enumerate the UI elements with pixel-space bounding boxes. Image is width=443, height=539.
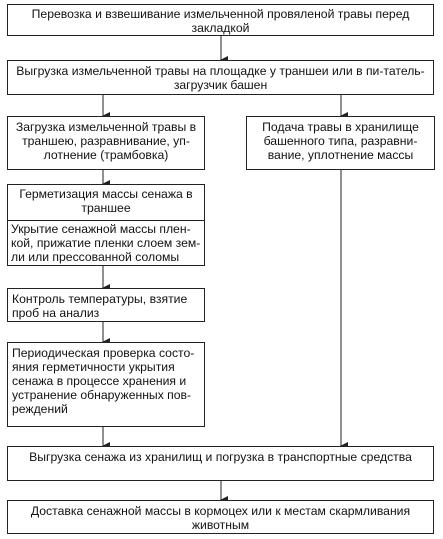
box-covering-text: Укрытие сенажной массы плен-кой, прижати… bbox=[11, 222, 201, 264]
box-inspection: Периодическая проверка состо-яния гермет… bbox=[7, 342, 205, 427]
sealing-divider bbox=[7, 220, 205, 221]
box-unload-area-text: Выгрузка измельченной травы на площадке … bbox=[16, 64, 425, 92]
box-temperature: Контроль температуры, взятие проб на ана… bbox=[7, 288, 205, 322]
box-trench-load: Загрузка измельченной травы в траншею, р… bbox=[7, 116, 205, 170]
box-inspection-text: Периодическая проверка состо-яния гермет… bbox=[12, 346, 195, 416]
box-trench-load-text: Загрузка измельченной травы в траншею, р… bbox=[15, 120, 197, 162]
box-delivery-text: Доставка сенажной массы в кормоцех или к… bbox=[30, 504, 411, 532]
box-transport: Перевозка и взвешивание измельченной про… bbox=[7, 4, 434, 36]
box-sealing-text: Герметизация массы сенажа в траншее bbox=[19, 187, 193, 215]
box-unload-storage-text: Выгрузка сенажа из хранилищ и погрузка в… bbox=[29, 450, 412, 464]
box-sealing-group bbox=[7, 184, 205, 266]
box-tower-feed: Подача травы в хранилище башенного типа,… bbox=[246, 116, 435, 170]
box-unload-area: Выгрузка измельченной травы на площадке … bbox=[7, 60, 434, 95]
box-transport-text: Перевозка и взвешивание измельченной про… bbox=[31, 7, 410, 35]
box-sealing: Герметизация массы сенажа в траншее bbox=[7, 184, 205, 220]
box-unload-storage: Выгрузка сенажа из хранилищ и погрузка в… bbox=[7, 446, 434, 481]
box-tower-feed-text: Подача травы в хранилище башенного типа,… bbox=[262, 120, 419, 162]
box-temperature-text: Контроль температуры, взятие проб на ана… bbox=[12, 292, 188, 320]
box-delivery: Доставка сенажной массы в кормоцех или к… bbox=[7, 500, 434, 534]
box-covering: Укрытие сенажной массы плен-кой, прижати… bbox=[7, 221, 205, 266]
